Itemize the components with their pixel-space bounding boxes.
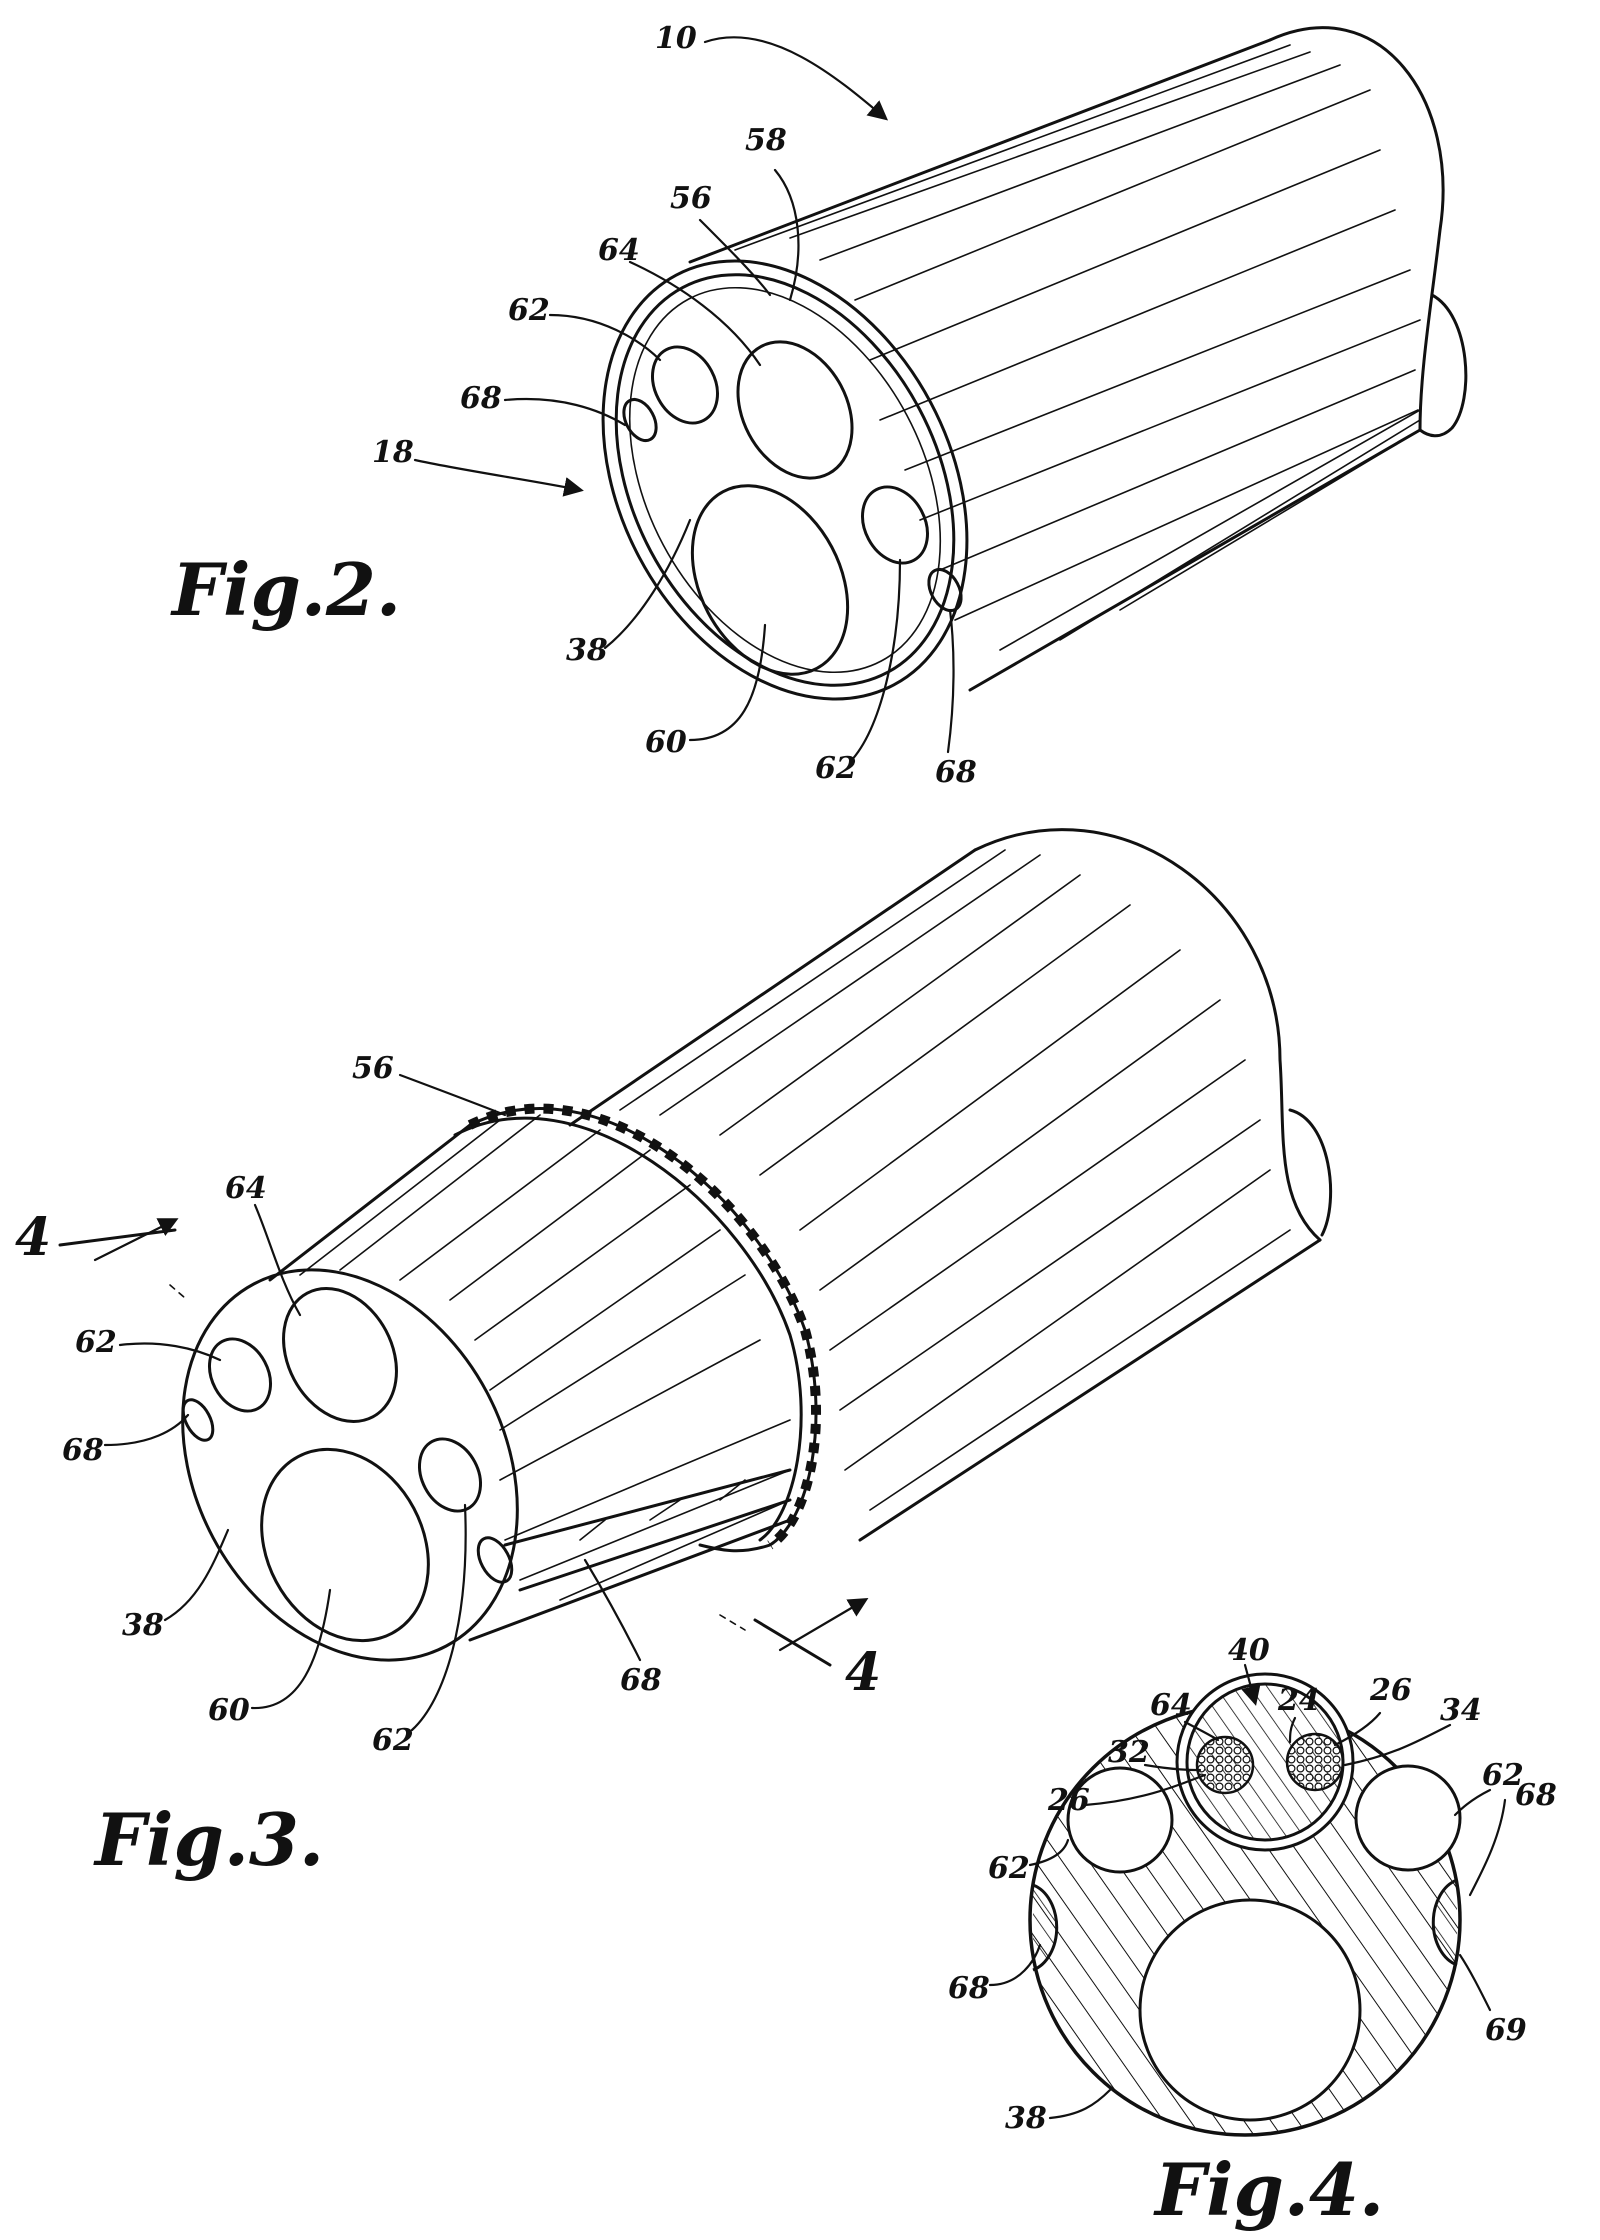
fig3-ref-56: 56 — [352, 1051, 394, 1086]
fig4-lumen-60 — [1138, 1898, 1362, 2122]
figure-4: 40 64 24 26 34 32 26 62 62 68 68 69 — [948, 1633, 1557, 2232]
fig2-ref-62-lower: 62 — [815, 751, 857, 786]
fig2-inner-rim — [628, 286, 942, 674]
fig4-notch-68-right — [1431, 1878, 1458, 1967]
fig3-distal-shading — [299, 1114, 791, 1601]
fig4-ref-62-left: 62 — [988, 1851, 1030, 1886]
fig3-ref-62-lower: 62 — [372, 1723, 414, 1758]
fig3-section-mark-left: 4 — [15, 1207, 51, 1268]
fig2-lumen-64 — [736, 340, 854, 480]
fig4-ref-26-upper: 26 — [1369, 1673, 1412, 1708]
fig3-distal-end-face — [181, 1268, 519, 1662]
fig2-catheter-body — [688, 26, 1468, 692]
fig3-reference-labels: 56 64 62 68 38 60 62 68 — [62, 1051, 662, 1758]
fig3-groove-68 — [503, 1468, 792, 1592]
fig2-ref-10: 10 — [655, 21, 697, 56]
fig4-ref-40: 40 — [1228, 1633, 1270, 1668]
fig2-outer-rim — [601, 259, 969, 701]
fig2-lumen-60 — [690, 484, 850, 676]
fig3-proximal-body — [568, 828, 1333, 1542]
fig4-ref-32: 32 — [1108, 1735, 1150, 1770]
fig4-ref-69: 69 — [1485, 2013, 1527, 2048]
fig4-lumen-64-with-cable — [1175, 1672, 1355, 1852]
fig2-distal-end-face — [601, 259, 969, 701]
fig3-ref-68-lower: 68 — [620, 1663, 662, 1698]
fig3-ref-60: 60 — [208, 1693, 250, 1728]
fig2-ref-60: 60 — [645, 725, 687, 760]
fig4-ref-64: 64 — [1150, 1688, 1192, 1723]
fig3-ref-62-upper: 62 — [75, 1325, 117, 1360]
fig4-ref-26-lower: 26 — [1047, 1783, 1090, 1818]
fig3-caption: Fig.3. — [93, 1797, 324, 1882]
fig2-ref-56: 56 — [670, 181, 712, 216]
fig2-shading-lines — [734, 44, 1421, 651]
fig2-notch-68-lower — [927, 567, 963, 613]
fig3-distal-body — [268, 1114, 792, 1642]
fig2-sleeve-edge — [614, 273, 956, 687]
fig3-proximal-shading — [619, 849, 1291, 1511]
fig4-conductor-34 — [1285, 1732, 1345, 1792]
fig2-ref-64: 64 — [598, 233, 640, 268]
fig4-caption: Fig.4. — [1153, 2147, 1384, 2232]
fig2-ref-62-upper: 62 — [508, 293, 550, 328]
fig3-lumen-62-lower — [418, 1437, 482, 1513]
fig2-lumen-62-upper — [651, 345, 719, 425]
fig2-caption: Fig.2. — [170, 547, 401, 632]
fig4-ref-62-right: 62 — [1482, 1758, 1524, 1793]
fig3-notch-68-lower — [476, 1536, 514, 1584]
figure-2: 10 58 56 64 62 68 18 38 60 62 68 Fig.2. — [170, 21, 1468, 790]
fig3-ref-38: 38 — [122, 1608, 164, 1643]
fig2-ref-38: 38 — [566, 633, 608, 668]
fig3-ref-68-upper: 68 — [62, 1433, 104, 1468]
fig4-conductor-32 — [1195, 1735, 1255, 1795]
fig2-ref-18: 18 — [372, 435, 414, 470]
fig4-ref-68-right: 68 — [1515, 1778, 1557, 1813]
fig3-section-line-4-4: 4 4 — [15, 1207, 881, 1703]
fig3-section-mark-right: 4 — [845, 1642, 881, 1703]
fig3-notch-68-upper — [181, 1398, 215, 1442]
fig4-ref-24: 24 — [1277, 1683, 1320, 1718]
fig4-ref-34: 34 — [1440, 1693, 1482, 1728]
fig3-lumen-64 — [282, 1287, 398, 1423]
fig3-end-face-rim — [181, 1268, 519, 1662]
fig2-reference-labels: 10 58 56 64 62 68 18 38 60 62 68 — [372, 21, 977, 790]
fig3-sleeve-56 — [453, 1103, 822, 1553]
fig2-ref-68-upper: 68 — [460, 381, 502, 416]
fig4-ref-38: 38 — [1005, 2101, 1047, 2136]
fig3-ref-64: 64 — [225, 1171, 267, 1206]
fig3-lumen-60 — [260, 1447, 430, 1643]
figure-3: 4 4 56 64 62 68 38 60 62 68 Fig.3. — [15, 828, 1333, 1882]
fig2-lumen-62-lower — [861, 485, 929, 565]
fig4-reference-labels: 40 64 24 26 34 32 26 62 62 68 68 69 — [948, 1633, 1557, 2136]
fig4-lumen-62-right — [1354, 1764, 1462, 1872]
fig2-notch-68-upper — [622, 397, 658, 443]
fig3-lumen-62-upper — [208, 1337, 272, 1413]
fig2-ref-58: 58 — [745, 123, 787, 158]
fig4-ref-68-left: 68 — [948, 1971, 990, 2006]
fig2-ref-68-lower: 68 — [935, 755, 977, 790]
